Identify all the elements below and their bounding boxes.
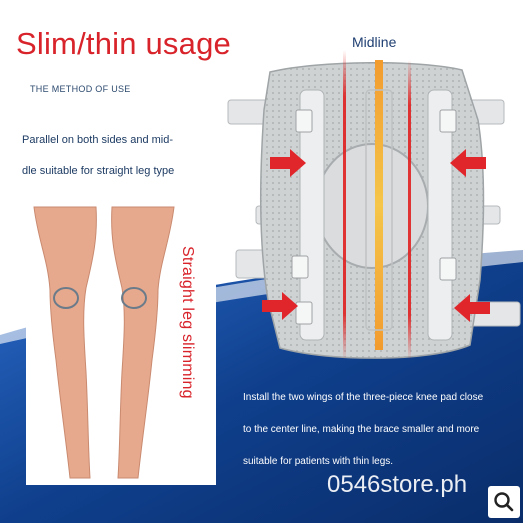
description-line: dle suitable for straight leg type: [22, 165, 175, 177]
red-arrow-icon: [450, 149, 486, 177]
red-guide-line-left: [343, 50, 346, 360]
search-button[interactable]: [488, 486, 520, 518]
brace-buckle: [439, 109, 457, 133]
right-leg: [111, 206, 175, 479]
store-watermark: 0546store.ph: [327, 471, 468, 498]
midline-rod: [375, 60, 383, 350]
brace-buckle: [295, 301, 313, 325]
install-text-line: to the center line, making the brace sma…: [243, 424, 480, 435]
brace-buckle: [291, 255, 309, 279]
left-knee-marker: [53, 287, 79, 309]
midline-label: Midline: [352, 34, 397, 50]
method-heading: THE METHOD OF USE: [30, 84, 131, 94]
red-guide-line-right: [408, 60, 411, 360]
vertical-label: Straight leg slimming: [179, 246, 196, 399]
midline-rod-frame: [365, 89, 393, 331]
search-icon: [494, 492, 514, 512]
red-arrow-icon: [270, 149, 306, 177]
brace-buckle: [295, 109, 313, 133]
description-line: Parallel on both sides and mid-: [22, 134, 174, 146]
red-arrow-icon: [454, 294, 490, 322]
brace-patella-opening: [315, 143, 429, 269]
page-title: Slim/thin usage: [16, 26, 231, 61]
brace-buckle: [439, 257, 457, 281]
right-knee-marker: [121, 287, 147, 309]
knee-brace: [227, 60, 521, 359]
left-leg: [33, 206, 97, 479]
install-text-line: Install the two wings of the three-piece…: [243, 392, 484, 403]
red-arrow-icon: [262, 292, 298, 320]
install-text-line: suitable for patients with thin legs.: [243, 456, 394, 467]
